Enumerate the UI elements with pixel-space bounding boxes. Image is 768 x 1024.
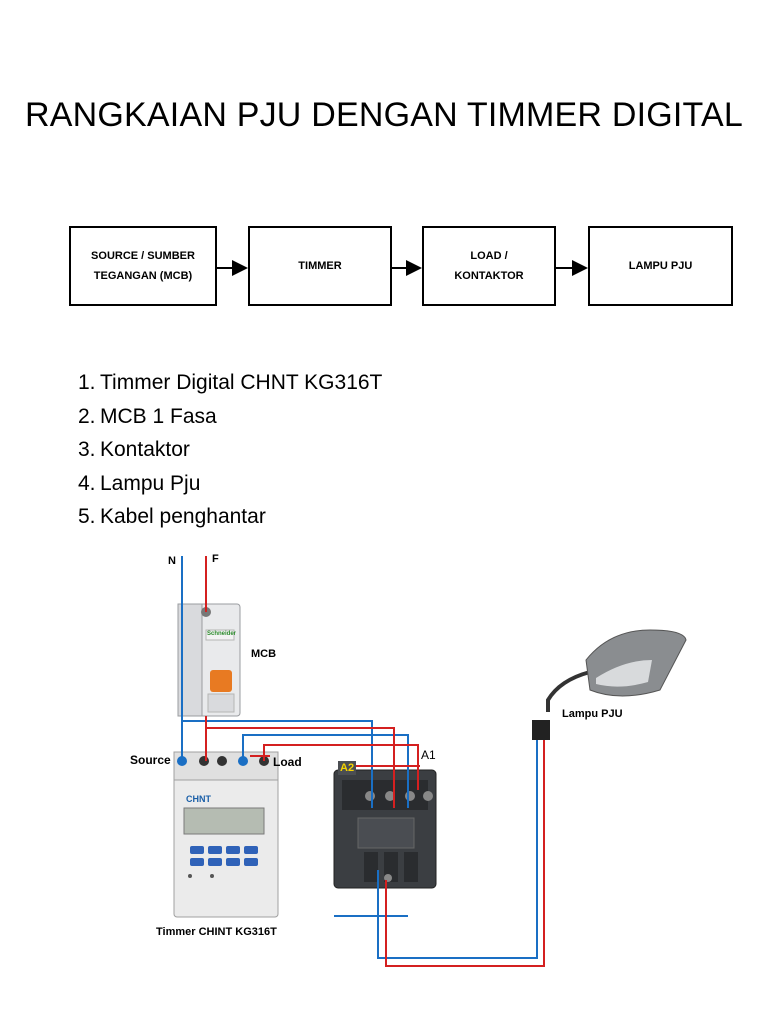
list-item: 1.Timmer Digital CHNT KG316T	[78, 371, 383, 394]
flow-box-contactor: LOAD / KONTAKTOR	[422, 226, 556, 306]
list-item: 3.Kontaktor	[78, 438, 190, 461]
wire-neutral-to-a2	[182, 720, 373, 808]
label-a1: A1	[421, 748, 436, 762]
label-phase: F	[212, 553, 219, 565]
label-mcb-brand: Schneider	[207, 631, 237, 637]
list-item: 4.Lampu Pju	[78, 471, 201, 495]
wire-load-a1	[263, 744, 419, 790]
label-neutral: N	[168, 555, 176, 567]
mcb-device	[177, 603, 241, 717]
page-title: RANGKAIAN PJU DENGAN TIMMER DIGITAL	[25, 96, 743, 134]
wire-neutral-lamp	[377, 740, 538, 959]
wire-phase-lamp	[385, 740, 545, 967]
timer-lcd	[183, 807, 265, 835]
flow-box-lamp: LAMPU PJU	[588, 226, 733, 306]
label-lamp: Lampu PJU	[562, 708, 623, 720]
timer-terminal-2	[199, 756, 209, 766]
timer-device	[173, 751, 279, 918]
label-a2: A2	[340, 762, 355, 774]
lamp-connector	[532, 720, 550, 740]
label-timer-brand: CHNT	[186, 794, 211, 804]
label-load: Load	[273, 755, 302, 769]
contactor-device	[333, 769, 437, 889]
list-item: 2.MCB 1 Fasa	[78, 404, 217, 428]
label-source: Source	[130, 753, 171, 767]
wire-load-to-a1	[242, 734, 409, 808]
component-list: 1.Timmer Digital CHNT KG316T 2.MCB 1 Fas…	[78, 366, 382, 534]
street-lamp	[532, 629, 687, 740]
timer-terminal-3	[217, 756, 227, 766]
list-item: 5.Kabel penghantar	[78, 505, 266, 528]
flow-box-source: SOURCE / SUMBER TEGANGAN (MCB)	[69, 226, 217, 306]
flow-box-timer: TIMMER	[248, 226, 392, 306]
label-timer: Timmer CHINT KG316T	[156, 926, 277, 938]
label-mcb: MCB	[251, 648, 277, 660]
wire-phase-contactor	[206, 727, 395, 808]
wires	[181, 556, 545, 967]
